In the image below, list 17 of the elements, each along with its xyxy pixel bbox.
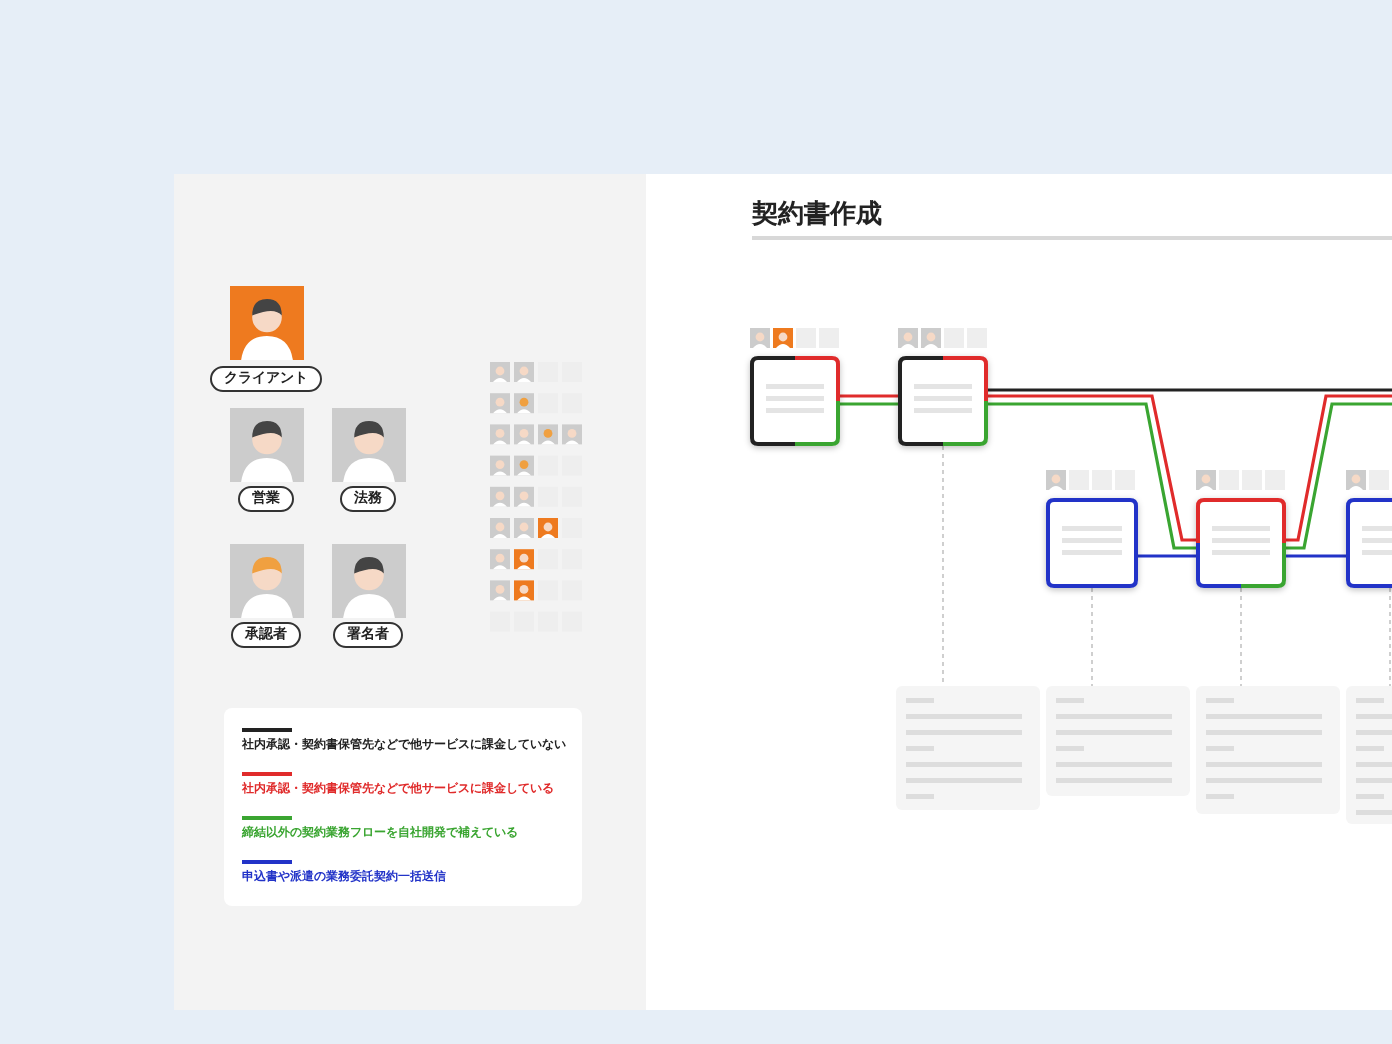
leader-line	[942, 445, 944, 687]
process-box	[1196, 498, 1286, 588]
leader-line	[1389, 587, 1391, 687]
connector-line	[988, 388, 1392, 392]
connector-line	[840, 402, 898, 406]
connector-line	[840, 394, 898, 398]
connector-line	[1138, 554, 1196, 558]
info-card	[896, 686, 1040, 810]
process-box	[750, 356, 840, 446]
leader-line	[1091, 587, 1093, 687]
process-box	[1046, 498, 1138, 588]
title: 契約書作成	[752, 198, 882, 232]
connector-line	[1286, 554, 1346, 558]
info-card	[1046, 686, 1190, 796]
leader-line	[1240, 587, 1242, 687]
process-box	[898, 356, 988, 446]
info-card	[1196, 686, 1340, 814]
